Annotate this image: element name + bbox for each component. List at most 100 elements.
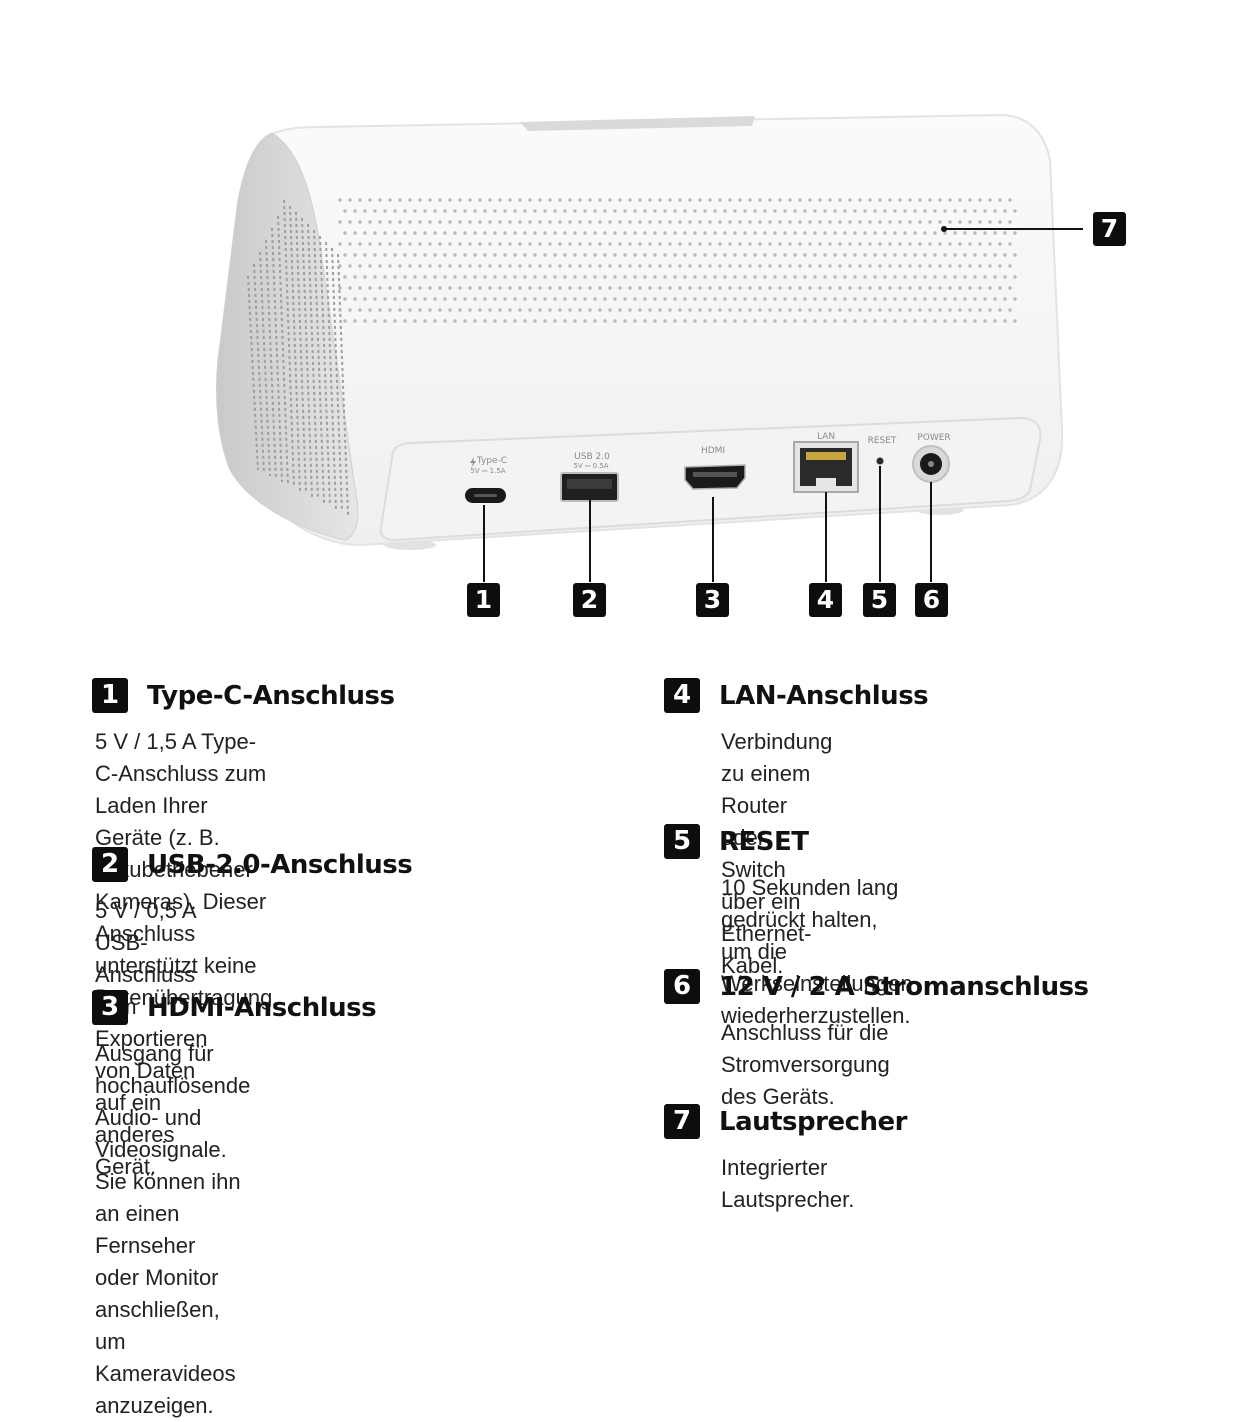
grille-hole: [463, 209, 467, 213]
grille-hole: [723, 209, 727, 213]
grille-hole: [533, 209, 537, 213]
grille-hole: [438, 286, 442, 290]
grille-hole: [483, 275, 487, 279]
grille-hole: [868, 286, 872, 290]
grille-hole: [913, 275, 917, 279]
grille-hole: [518, 308, 522, 312]
grille-hole: [568, 242, 572, 246]
grille-hole: [448, 264, 452, 268]
grille-hole: [578, 242, 582, 246]
grille-hole: [458, 198, 462, 202]
grille-hole: [913, 209, 917, 213]
grille-hole: [743, 275, 747, 279]
grille-hole: [488, 242, 492, 246]
grille-hole: [703, 319, 707, 323]
grille-hole: [843, 209, 847, 213]
section-badge: 5: [664, 824, 700, 859]
side-slot: [247, 275, 259, 471]
grille-hole: [428, 264, 432, 268]
grille-hole: [1013, 297, 1017, 301]
grille-hole: [743, 297, 747, 301]
lan-port-contacts: [806, 452, 846, 460]
grille-hole: [513, 319, 517, 323]
grille-hole: [783, 275, 787, 279]
grille-hole: [353, 253, 357, 257]
grille-hole: [728, 286, 732, 290]
grille-hole: [703, 253, 707, 257]
grille-hole: [943, 209, 947, 213]
grille-hole: [903, 253, 907, 257]
grille-hole: [723, 319, 727, 323]
grille-hole: [793, 319, 797, 323]
grille-hole: [948, 308, 952, 312]
grille-hole: [553, 231, 557, 235]
side-slot: [337, 253, 349, 516]
grille-hole: [738, 220, 742, 224]
grille-hole: [628, 242, 632, 246]
grille-hole: [363, 209, 367, 213]
grille-hole: [613, 253, 617, 257]
grille-hole: [583, 253, 587, 257]
grille-hole: [503, 253, 507, 257]
grille-hole: [923, 297, 927, 301]
grille-hole: [673, 275, 677, 279]
grille-hole: [803, 319, 807, 323]
grille-hole: [423, 275, 427, 279]
grille-hole: [993, 231, 997, 235]
grille-hole: [538, 264, 542, 268]
grille-hole: [463, 231, 467, 235]
section-description: Verbindung zu einem Router oder Switch ü…: [721, 729, 833, 978]
grille-hole: [358, 220, 362, 224]
grille-hole: [1008, 198, 1012, 202]
grille-hole: [508, 308, 512, 312]
grille-hole: [533, 253, 537, 257]
grille-hole: [738, 242, 742, 246]
grille-hole: [488, 220, 492, 224]
grille-hole: [648, 220, 652, 224]
side-slot: [331, 247, 343, 513]
grille-hole: [603, 253, 607, 257]
grille-hole: [888, 242, 892, 246]
grille-hole: [933, 209, 937, 213]
grille-hole: [488, 286, 492, 290]
grille-hole: [958, 242, 962, 246]
grille-hole: [693, 231, 697, 235]
grille-hole: [938, 286, 942, 290]
grille-hole: [683, 319, 687, 323]
section-badge: 6: [664, 969, 700, 1004]
grille-hole: [698, 198, 702, 202]
grille-hole: [938, 242, 942, 246]
grille-hole: [593, 297, 597, 301]
grille-hole: [993, 275, 997, 279]
grille-hole: [838, 286, 842, 290]
grille-hole: [473, 297, 477, 301]
grille-hole: [393, 209, 397, 213]
grille-hole: [608, 264, 612, 268]
grille-hole: [628, 286, 632, 290]
grille-hole: [373, 319, 377, 323]
section-badge: 2: [92, 847, 128, 882]
grille-hole: [563, 231, 567, 235]
grille-hole: [883, 297, 887, 301]
grille-hole: [853, 319, 857, 323]
grille-hole: [993, 209, 997, 213]
grille-hole: [513, 253, 517, 257]
grille-hole: [673, 297, 677, 301]
grille-hole: [583, 275, 587, 279]
grille-hole: [553, 297, 557, 301]
section-title: Type-C-Anschluss: [147, 681, 395, 711]
callout-badge-1: 1: [467, 583, 500, 617]
grille-hole: [868, 242, 872, 246]
grille-hole: [368, 242, 372, 246]
grille-hole: [1003, 209, 1007, 213]
grille-hole: [663, 319, 667, 323]
grille-hole: [848, 198, 852, 202]
grille-hole: [668, 286, 672, 290]
grille-hole: [448, 286, 452, 290]
grille-hole: [823, 209, 827, 213]
grille-hole: [883, 231, 887, 235]
grille-hole: [378, 286, 382, 290]
grille-hole: [813, 231, 817, 235]
grille-hole: [828, 242, 832, 246]
grille-hole: [758, 286, 762, 290]
